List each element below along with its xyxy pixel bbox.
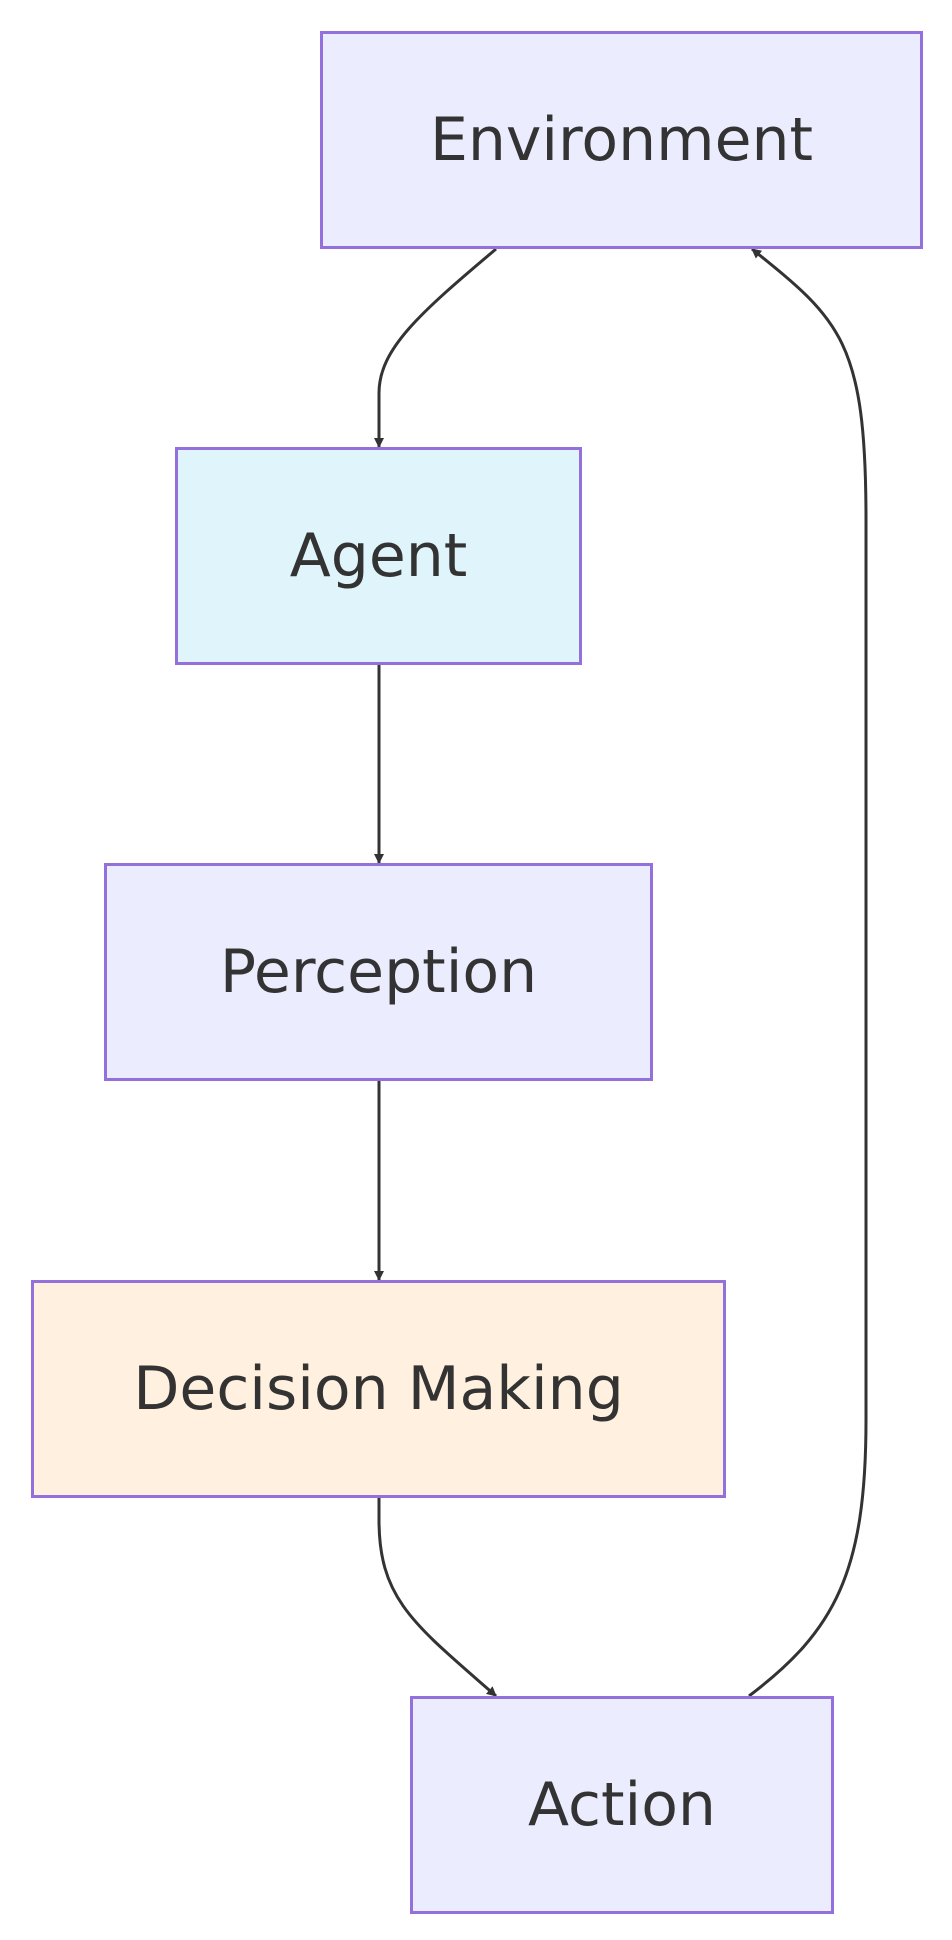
edge-action-to-environment bbox=[748, 247, 868, 1698]
node-perception: Perception bbox=[104, 863, 653, 1081]
node-label-agent: Agent bbox=[289, 521, 468, 591]
node-agent: Agent bbox=[175, 447, 582, 665]
edge-environment-to-agent bbox=[374, 247, 497, 448]
node-label-perception: Perception bbox=[219, 937, 538, 1007]
node-decision-making: Decision Making bbox=[31, 1280, 726, 1498]
node-label-decision-making: Decision Making bbox=[133, 1354, 624, 1424]
edge-decision-to-action bbox=[377, 1498, 497, 1698]
node-environment: Environment bbox=[320, 31, 923, 249]
node-label-action: Action bbox=[528, 1770, 716, 1840]
node-label-environment: Environment bbox=[429, 105, 814, 175]
node-action: Action bbox=[410, 1696, 834, 1914]
